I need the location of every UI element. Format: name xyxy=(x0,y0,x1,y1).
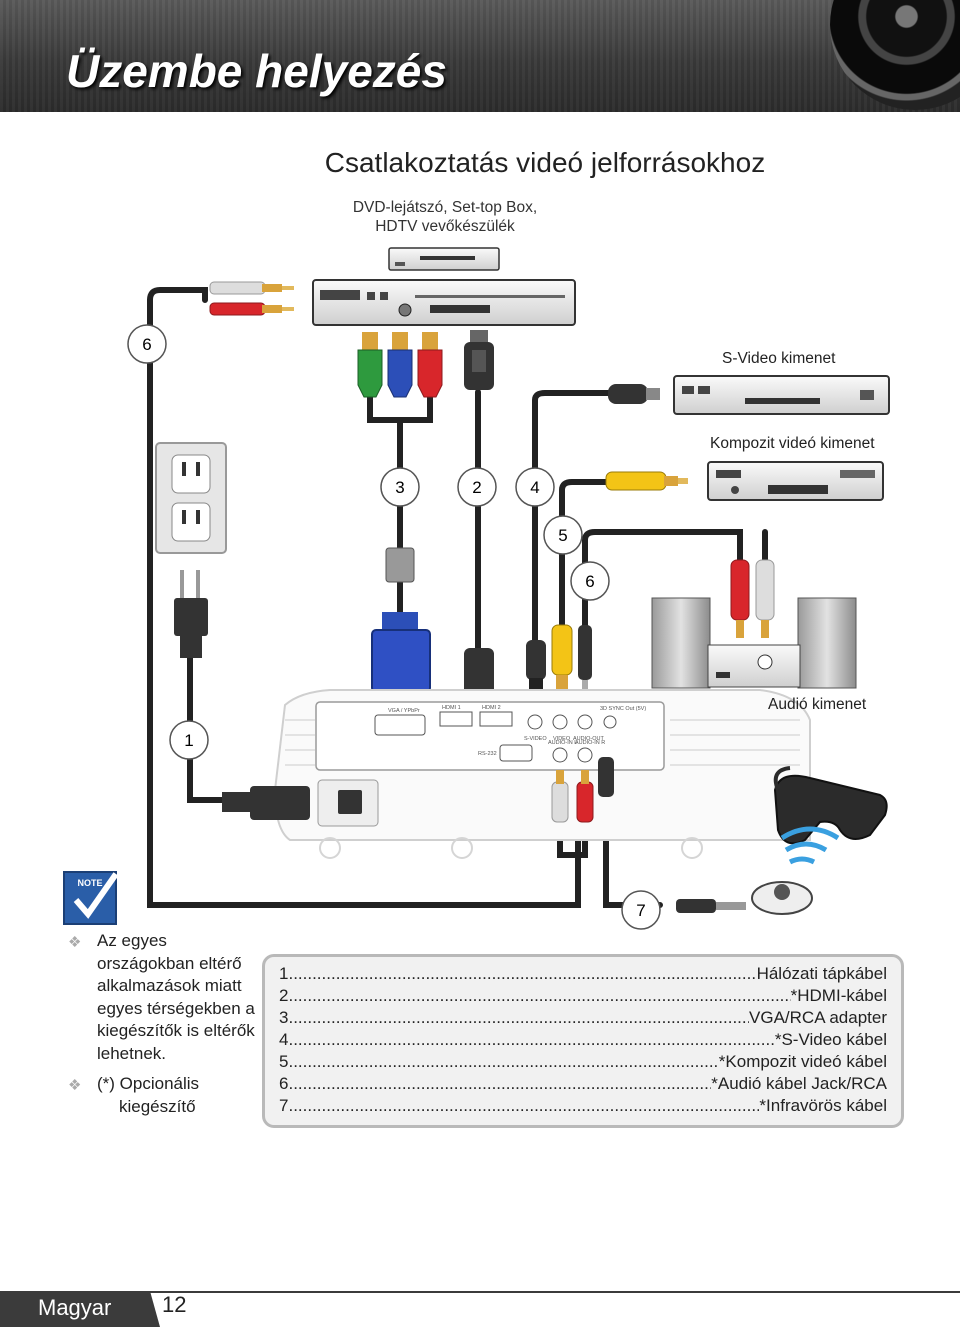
cable-legend: 1 Hálózati tápkábel 2 *HDMI-kábel 3 VGA/RCA… xyxy=(262,954,904,1128)
composite-output-label: Kompozit videó kimenet xyxy=(710,435,875,452)
wall-outlet xyxy=(155,442,227,554)
ferrite-core xyxy=(385,547,415,583)
composite-plug-top xyxy=(605,471,688,491)
legend-num: 2 xyxy=(279,986,289,1005)
port-label-sync: 3D SYNC Out (5V) xyxy=(600,706,646,712)
page-number: 12 xyxy=(162,1292,187,1317)
legend-text: *Audió kábel Jack/RCA xyxy=(711,1074,887,1093)
legend-row: 5 *Kompozit videó kábel xyxy=(279,1051,887,1073)
legend-text: *Infravörös kábel xyxy=(759,1096,887,1115)
port-label-rs232: RS-232 xyxy=(478,751,497,757)
svideo-plug-top xyxy=(608,384,660,404)
legend-row: 1 Hálózati tápkábel xyxy=(279,963,887,985)
legend-dots xyxy=(288,985,790,1007)
port-label-audio-out: AUDIO-OUT xyxy=(573,736,605,742)
legend-row: 7 *Infravörös kábel xyxy=(279,1095,887,1117)
badge-4: 4 xyxy=(530,478,539,497)
note-regional-text: Az egyes országokban eltérő alkalmazások… xyxy=(97,931,255,1063)
badge-6: 6 xyxy=(585,572,594,591)
power-plug xyxy=(174,570,208,658)
dvd-player-large xyxy=(312,279,576,326)
legend-num: 1 xyxy=(279,964,289,983)
power-connector xyxy=(222,786,310,820)
badge-1: 1 xyxy=(184,731,193,750)
legend-row: 4 *S-Video kábel xyxy=(279,1029,887,1051)
rca-audio-plugs-amp xyxy=(730,559,775,638)
source-device-label: DVD-lejátszó, Set-top Box, HDTV vevőkész… xyxy=(340,198,550,236)
legend-num: 5 xyxy=(279,1052,289,1071)
legend-row: 2 *HDMI-kábel xyxy=(279,985,887,1007)
projector xyxy=(273,689,811,859)
legend-text: Hálózati tápkábel xyxy=(756,964,887,983)
svideo-device xyxy=(673,375,890,415)
port-label-hdmi1: HDMI 1 xyxy=(442,705,461,711)
port-labels: VGA / YPbPr HDMI 1 HDMI 2 S-VIDEO VIDEO … xyxy=(388,705,646,757)
step-badges: 6 3 2 4 5 6 1 7 xyxy=(127,324,661,930)
section-title: Csatlakoztatás videó jelforrásokhoz xyxy=(324,147,766,178)
ir-emitter xyxy=(751,826,840,915)
composite-device xyxy=(707,461,884,501)
note-item-optional: ❖ (*) Opcionális kiegészítő xyxy=(60,1073,260,1118)
port-label-video: VIDEO xyxy=(553,736,571,742)
legend-dots xyxy=(288,1073,711,1095)
legend-row: 3 VGA/RCA adapter xyxy=(279,1007,887,1029)
legend-dots xyxy=(288,1029,774,1051)
legend-text: *HDMI-kábel xyxy=(790,986,887,1005)
legend-text: *Kompozit videó kábel xyxy=(718,1052,887,1071)
badge-7: 7 xyxy=(636,901,645,920)
legend-row: 6 *Audió kábel Jack/RCA xyxy=(279,1073,887,1095)
legend-num: 6 xyxy=(279,1074,289,1093)
audio-output-label: Audió kimenet xyxy=(768,696,867,713)
source-label-line2: HDTV vevőkészülék xyxy=(375,218,515,235)
legend-num: 7 xyxy=(279,1096,289,1115)
note-optional-text-a: (*) Opcionális xyxy=(97,1074,200,1093)
diamond-bullet-icon: ❖ xyxy=(68,1077,82,1094)
header-texture xyxy=(0,0,960,112)
port-label-audio-in-r: AUDIO-IN R xyxy=(575,740,605,746)
rca-audio-plugs-top xyxy=(209,281,294,316)
port-label-hdmi2: HDMI 2 xyxy=(482,705,501,711)
page-title: Üzembe helyezés xyxy=(66,45,447,97)
source-label-line1: DVD-lejátszó, Set-top Box, xyxy=(352,199,538,216)
hdmi-plug-top xyxy=(464,330,494,390)
port-label-vga: VGA / YPbPr xyxy=(388,708,420,714)
page-header xyxy=(0,0,960,112)
legend-dots xyxy=(288,1007,749,1029)
footer-language-tab xyxy=(0,1291,160,1327)
legend-text: VGA/RCA adapter xyxy=(749,1008,887,1027)
composite-plug-bottom xyxy=(551,624,573,697)
legend-dots xyxy=(288,963,756,985)
diamond-bullet-icon: ❖ xyxy=(68,934,82,951)
port-label-svideo: S-VIDEO xyxy=(524,736,547,742)
audio-system xyxy=(651,597,857,689)
ir-cable-plug xyxy=(598,757,746,913)
cables xyxy=(147,287,768,908)
badge-3: 3 xyxy=(395,478,404,497)
legend-text: *S-Video kábel xyxy=(774,1030,887,1049)
legend-num: 3 xyxy=(279,1008,289,1027)
component-plugs xyxy=(357,332,443,398)
note-optional-text-b: kiegészítő xyxy=(119,1096,196,1116)
legend-dots xyxy=(288,1095,759,1117)
note-item-regional: ❖ Az egyes országokban eltérő alkalmazás… xyxy=(60,930,260,1065)
note-icon xyxy=(63,871,119,925)
footer-language: Magyar xyxy=(38,1295,112,1320)
footer-rule xyxy=(150,1291,960,1293)
badge-5: 5 xyxy=(558,526,567,545)
port-label-audio-in-l: AUDIO-IN L xyxy=(548,740,577,746)
badge-6-top: 6 xyxy=(142,335,151,354)
legend-num: 4 xyxy=(279,1030,289,1049)
badge-2: 2 xyxy=(472,478,481,497)
rca-audio-in-plugs xyxy=(551,770,594,823)
note-badge-text: NOTE xyxy=(77,878,102,888)
dvd-player-small xyxy=(388,247,500,271)
legend-dots xyxy=(288,1051,718,1073)
svideo-output-label: S-Video kimenet xyxy=(722,350,836,367)
note-list: ❖ Az egyes országokban eltérő alkalmazás… xyxy=(60,930,260,1120)
